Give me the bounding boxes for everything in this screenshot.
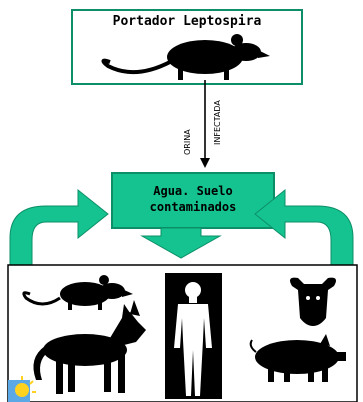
rat-icon (103, 34, 270, 80)
arrow-label-infectada: INFECTADA (213, 100, 222, 145)
contaminated-line-1: Agua. Suelo (111, 184, 275, 198)
contaminated-line-2: contaminados (111, 200, 275, 214)
arrow-label-orina: ORINA (183, 129, 192, 155)
down-arrow-head (200, 158, 210, 168)
down-block-arrow (142, 228, 220, 258)
carrier-title: Portador Leptospira (71, 14, 303, 29)
curved-arrow-left (10, 190, 108, 268)
